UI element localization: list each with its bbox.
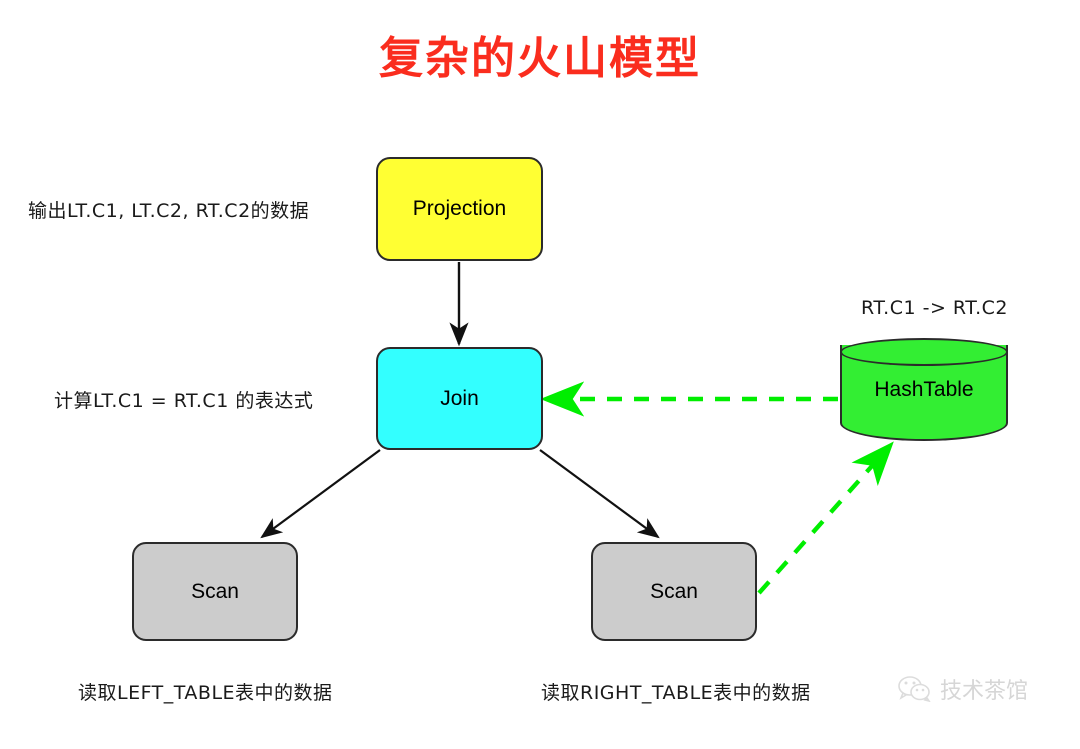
wechat-icon	[898, 676, 931, 702]
node-join[interactable]: Join	[376, 347, 543, 450]
annotation-projection: 输出LT.C1, LT.C2, RT.C2的数据	[28, 200, 310, 222]
edge-scan-right-to-hashtable	[757, 441, 894, 595]
node-scan-left[interactable]: Scan	[132, 542, 298, 641]
annotation-scan-left: 读取LEFT_TABLE表中的数据	[78, 682, 333, 704]
node-scan-left-label: Scan	[191, 579, 239, 603]
cylinder-top-ellipse	[840, 338, 1008, 366]
edge-join-to-scan-left	[260, 449, 381, 539]
node-projection[interactable]: Projection	[376, 157, 543, 261]
node-hashtable-label: HashTable	[874, 377, 974, 401]
annotation-join: 计算LT.C1 = RT.C1 的表达式	[54, 390, 314, 412]
node-scan-right-label: Scan	[650, 579, 698, 603]
edge-join-to-scan-right	[539, 449, 660, 539]
page-title: 复杂的火山模型	[379, 33, 701, 84]
node-join-label: Join	[440, 386, 479, 410]
node-scan-right[interactable]: Scan	[591, 542, 757, 641]
node-hashtable[interactable]: HashTable	[840, 338, 1008, 441]
node-projection-label: Projection	[412, 197, 507, 220]
watermark: 技术茶馆	[898, 673, 1028, 705]
annotation-hashtable: RT.C1 -> RT.C2	[861, 297, 1008, 319]
annotation-scan-right: 读取RIGHT_TABLE表中的数据	[541, 682, 811, 704]
watermark-label: 技术茶馆	[940, 679, 1029, 704]
